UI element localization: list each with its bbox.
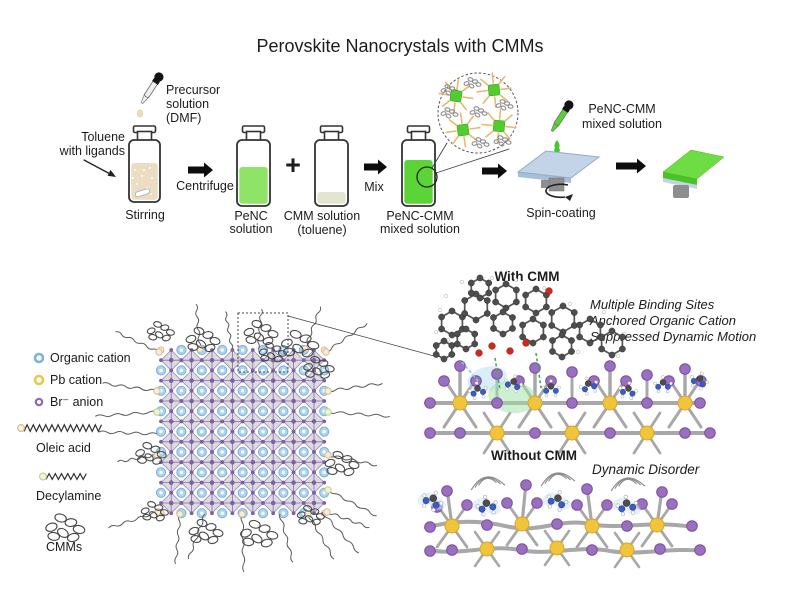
stirring-label: Stirring	[125, 208, 165, 222]
without-cmm-title: Without CMM	[491, 448, 577, 463]
mixed-label-line2: mixed solution	[380, 222, 460, 236]
toluene-label-line1: Toluene	[81, 130, 125, 144]
spin-coating-label: Spin-coating	[526, 206, 596, 220]
figure-title: Perovskite Nanocrystals with CMMs	[256, 36, 543, 56]
penc-label-line1: PeNC	[234, 209, 267, 223]
precursor-label-line3: (DMF)	[166, 111, 201, 125]
legend: Organic cation Pb cation Br⁻ anion Oleic…	[17, 351, 131, 554]
without-cmm-molecular-scene	[417, 472, 706, 569]
legend-decylamine-label: Decylamine	[36, 489, 101, 503]
without-cmm-annotation: Dynamic Disorder	[592, 462, 700, 477]
legend-icons	[17, 352, 103, 543]
precursor-label-line1: Precursor	[166, 83, 220, 97]
toluene-pointer-arrow	[83, 159, 116, 177]
legend-organic-cation-label: Organic cation	[50, 351, 131, 365]
penc-solution-vial-icon	[236, 125, 271, 207]
plus-sign: +	[285, 150, 301, 180]
spin-dropper-label-line1: PeNC-CMM	[588, 102, 655, 116]
stirring-vial-icon	[128, 125, 161, 203]
with-cmm-molecular-scene	[424, 274, 716, 455]
cmm-solution-label-line1: CMM solution	[284, 209, 360, 223]
spin-dropper-label-line2: mixed solution	[582, 117, 662, 131]
with-cmm-annotation-3: Suppressed Dynamic Motion	[590, 329, 756, 344]
mix-label: Mix	[364, 180, 384, 194]
mixed-label-line1: PeNC-CMM	[386, 209, 453, 223]
spin-coater-icon	[516, 150, 601, 201]
precursor-dropper-icon	[137, 72, 164, 118]
precursor-label-line2: solution	[166, 97, 209, 111]
process-flow: Precursor solution (DMF) Toluene with li…	[59, 72, 725, 237]
with-cmm-panel: With CMM Multiple Binding Sites Anchored…	[424, 269, 756, 455]
spin-dropper-icon	[550, 100, 574, 154]
mixed-solution-zoom-inset	[437, 72, 519, 154]
cmm-solution-vial-icon	[314, 125, 349, 207]
coated-film-icon	[662, 149, 725, 198]
with-cmm-annotation-1: Multiple Binding Sites	[590, 297, 715, 312]
nanocrystal-lattice	[94, 303, 435, 573]
legend-cmms-label: CMMs	[46, 540, 82, 554]
legend-br-anion-label: Br⁻ anion	[50, 395, 103, 409]
toluene-label-line2: with ligands	[59, 144, 125, 158]
with-cmm-annotation-2: Anchored Organic Cation	[589, 313, 736, 328]
cmm-solution-label-line2: (toluene)	[297, 223, 346, 237]
centrifuge-label: Centrifuge	[176, 179, 234, 193]
process-arrow-icons	[188, 158, 646, 179]
penc-label-line2: solution	[229, 222, 272, 236]
without-cmm-panel: Without CMM Dynamic Disorder	[417, 448, 706, 569]
legend-oleic-acid-label: Oleic acid	[36, 441, 91, 455]
mixed-solution-vial-icon	[401, 125, 510, 207]
legend-pb-cation-label: Pb cation	[50, 373, 102, 387]
with-cmm-title: With CMM	[494, 269, 559, 284]
